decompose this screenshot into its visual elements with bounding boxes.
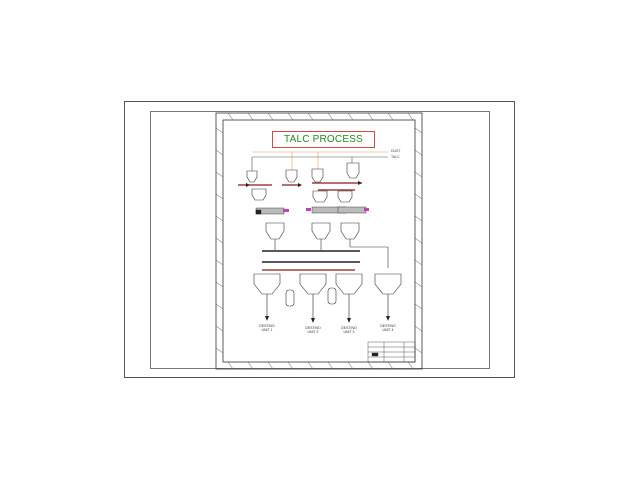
hatch-tick [327,112,334,121]
hatch-tick [215,127,224,134]
inner-frame [150,111,490,369]
hatch-tick [414,325,423,332]
hatch-tick [414,193,423,200]
conveyor-arrows [246,181,362,187]
hatch-tick [215,259,224,266]
title-block [367,341,416,363]
hatch-tick [215,303,224,310]
hatch-tick [215,149,224,156]
feed-lines [251,151,388,175]
feed-line-label-1: DUST [391,149,401,153]
mills [251,188,353,203]
destination-label-3: DESTINO UNIT 3 [341,326,357,334]
title-box: TALC PROCESS [272,131,375,148]
destination-label-1: DESTINO UNIT 1 [259,324,275,332]
hatch-tick [414,281,423,288]
hatch-tick [215,281,224,288]
hatch-tick [215,193,224,200]
cyclones [265,222,389,268]
hatch-tick [247,361,254,370]
discharge-arrows [265,316,390,323]
hatch-tick [387,361,394,370]
hatch-tick [215,347,224,354]
outer-frame [124,101,515,378]
hatch-tick [227,361,234,370]
hatch-tick [307,112,314,121]
hatch-tick [287,361,294,370]
hatch-tick [414,303,423,310]
hatch-tick [287,112,294,121]
hatch-tick [327,361,334,370]
hatch-tick [414,215,423,222]
diagram-title: TALC PROCESS [284,134,363,145]
hatch-tick [215,215,224,222]
hatch-tick [307,361,314,370]
hatch-tick [215,171,224,178]
hatch-tick [215,325,224,332]
destination-label-4: DESTINO UNIT 4 [380,324,396,332]
sheet-border [215,112,423,370]
destination-label-2: DESTINO UNIT 2 [305,326,321,334]
hatch-tick [414,127,423,134]
hatch-tick [247,112,254,121]
hatch-tick [267,361,274,370]
hatch-tick [267,112,274,121]
sheet-hatching [215,112,423,370]
screw-conveyors [255,206,369,215]
discharge-lines [266,294,389,318]
hatch-tick [407,112,414,121]
top-hoppers [246,162,360,183]
hatch-tick [227,112,234,121]
distribution-headers [262,250,360,271]
conveyors [238,182,362,191]
hatch-tick [407,361,414,370]
hatch-tick [367,361,374,370]
hatch-tick [347,112,354,121]
hatch-tick [215,237,224,244]
hatch-tick [414,149,423,156]
bottom-silos [253,273,402,307]
hatch-tick [347,361,354,370]
hatch-tick [367,112,374,121]
hatch-tick [414,347,423,354]
feed-line-label-2: TALC [391,155,400,159]
hatch-tick [414,171,423,178]
hatch-tick [414,259,423,266]
hatch-tick [387,112,394,121]
hatch-tick [414,237,423,244]
